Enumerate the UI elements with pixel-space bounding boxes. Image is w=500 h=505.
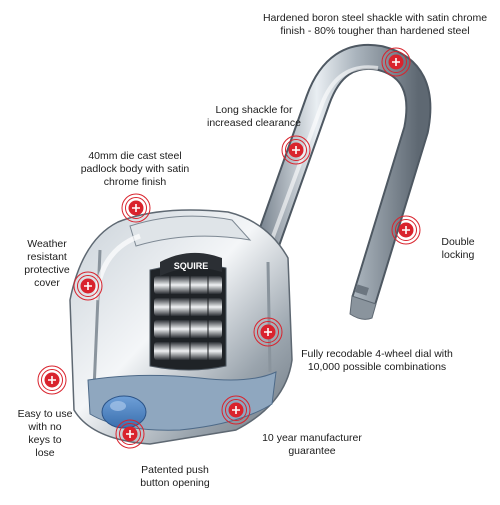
- callout-shackle-material: Hardened boron steel shackle with satin …: [262, 12, 488, 37]
- hotspot-plus-icon[interactable]: [391, 215, 421, 245]
- padlock-body: SQUIRE: [69, 209, 293, 445]
- callout-push-button: Patented push button opening: [140, 464, 210, 489]
- hotspot-plus-icon[interactable]: [281, 135, 311, 165]
- svg-text:SQUIRE: SQUIRE: [174, 261, 209, 271]
- weather-cover: [87, 371, 277, 431]
- combination-wheels: [154, 276, 222, 360]
- hotspot-plus-icon[interactable]: [221, 395, 251, 425]
- hotspot-plus-icon[interactable]: [253, 317, 283, 347]
- brand-logo: SQUIRE: [160, 252, 222, 276]
- callout-body: 40mm die cast steel padlock body with sa…: [80, 150, 190, 188]
- callout-double-locking: Double locking: [441, 236, 475, 261]
- callout-guarantee: 10 year manufacturer guarantee: [262, 432, 362, 457]
- callout-easy-use: Easy to use with no keys to lose: [17, 408, 73, 459]
- hotspot-plus-icon[interactable]: [73, 271, 103, 301]
- hotspot-plus-icon[interactable]: [121, 193, 151, 223]
- hotspot-plus-icon[interactable]: [115, 419, 145, 449]
- callout-long-shackle: Long shackle for increased clearance: [207, 104, 301, 129]
- callout-dial: Fully recodable 4-wheel dial with 10,000…: [301, 348, 453, 373]
- callout-cover: Weather resistant protective cover: [24, 238, 70, 289]
- shackle: [249, 43, 432, 320]
- hotspot-plus-icon[interactable]: [381, 47, 411, 77]
- hotspot-plus-icon[interactable]: [37, 365, 67, 395]
